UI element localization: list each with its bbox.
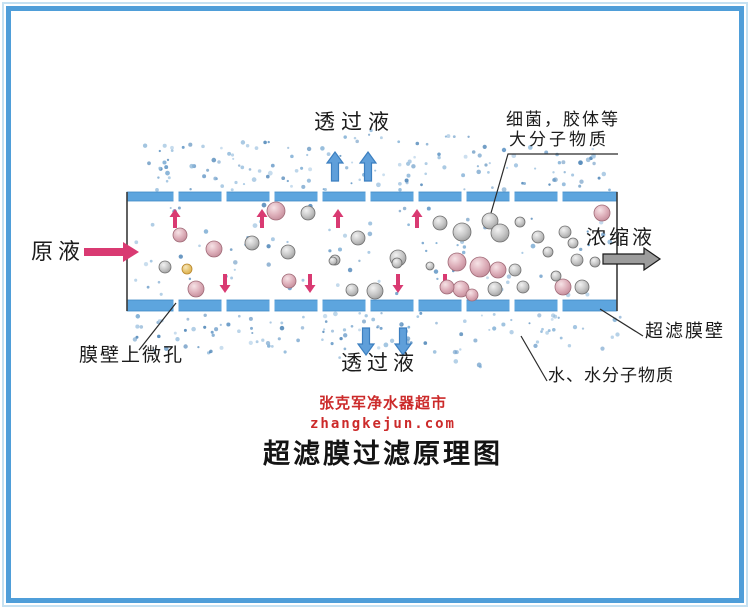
pink-particle xyxy=(281,273,297,289)
gray-particle xyxy=(570,253,584,267)
yellow-particle xyxy=(181,263,193,275)
membrane-pore xyxy=(221,191,227,202)
membrane-pore xyxy=(317,299,323,312)
micropores-leader xyxy=(138,302,177,351)
gray-particle xyxy=(280,244,296,260)
membrane-pore xyxy=(365,191,371,202)
membrane-pore xyxy=(461,299,467,312)
gray-particle xyxy=(514,216,526,228)
permeate-down-arrow xyxy=(393,327,413,357)
membrane-pore xyxy=(461,191,467,202)
permeate-up-arrow xyxy=(325,150,345,182)
gray-particle xyxy=(558,225,572,239)
pink-particle xyxy=(554,278,572,296)
membrane-bottom xyxy=(126,299,618,312)
leader-lines xyxy=(138,153,644,382)
diagram-title: 超滤膜过滤原理图 xyxy=(263,439,503,469)
gray-particle xyxy=(425,261,435,271)
brand-name: 张克军净水器超市 xyxy=(318,395,447,412)
gray-particle xyxy=(542,246,554,258)
pore-up-arrow xyxy=(256,209,268,228)
gray-particle xyxy=(481,212,499,230)
label-bacteria-line2: 大分子物质 xyxy=(509,130,609,149)
pore-flow-arrows xyxy=(169,209,451,293)
pink-particle xyxy=(439,279,455,295)
pink-particle xyxy=(187,280,205,298)
pink-particle xyxy=(266,201,286,221)
gray-particle xyxy=(391,257,403,269)
label-bacteria-line1: 细菌，胶体等 xyxy=(506,110,620,129)
gray-particle xyxy=(244,235,260,251)
label-membrane-wall: 超滤膜壁 xyxy=(645,321,725,341)
membrane-pore xyxy=(413,299,419,312)
pink-particle xyxy=(593,204,611,222)
membrane-pore xyxy=(509,191,515,202)
gray-particle xyxy=(490,223,510,243)
gray-particle xyxy=(516,280,530,294)
concentrate-arrow xyxy=(602,246,662,272)
gray-particle xyxy=(508,263,522,277)
pore-down-arrow xyxy=(392,274,404,293)
permeate-down-arrow xyxy=(356,327,376,357)
flow-arrows xyxy=(84,150,662,357)
membrane-top xyxy=(126,191,618,202)
gray-particle xyxy=(328,256,338,266)
gray-particle xyxy=(487,281,503,297)
membrane-pore xyxy=(173,191,179,202)
membrane-pore xyxy=(173,299,179,312)
pore-up-arrow xyxy=(332,209,344,228)
pink-particle xyxy=(172,227,188,243)
label-permeate-top: 透过液 xyxy=(314,110,395,134)
label-concentrate: 浓缩液 xyxy=(586,227,655,249)
pink-particle xyxy=(447,252,467,272)
membrane-pore xyxy=(269,299,275,312)
pore-up-arrow xyxy=(411,209,423,228)
gray-particle xyxy=(567,237,579,249)
macromolecule-particles xyxy=(158,201,611,302)
membrane-wall-leader xyxy=(599,308,644,337)
pink-particle xyxy=(469,256,491,278)
membrane-pore xyxy=(509,299,515,312)
feed-arrow xyxy=(84,242,139,262)
pore-down-arrow xyxy=(219,274,231,293)
gray-particle xyxy=(158,260,172,274)
gray-particle xyxy=(432,215,448,231)
membrane-pore xyxy=(269,191,275,202)
gray-particle xyxy=(550,270,562,282)
membrane-pore xyxy=(413,191,419,202)
pore-up-arrow xyxy=(169,209,181,228)
label-water-molecules: 水、水分子物质 xyxy=(548,366,674,385)
permeate-up-arrow xyxy=(358,150,378,182)
gray-particle xyxy=(531,230,545,244)
membrane-pore xyxy=(221,299,227,312)
water-leader xyxy=(520,335,548,382)
label-feed: 原液 xyxy=(31,239,86,264)
gray-particle xyxy=(589,256,601,268)
gray-particle xyxy=(452,222,472,242)
membrane-pore xyxy=(365,299,371,312)
gray-particle xyxy=(366,282,384,300)
label-permeate-bottom: 透过液 xyxy=(341,351,419,375)
label-micropores: 膜壁上微孔 xyxy=(79,345,185,366)
membrane-pore xyxy=(317,191,323,202)
brand-url: zhangkejun.com xyxy=(309,416,456,432)
gray-particle xyxy=(574,279,590,295)
gray-particle xyxy=(345,283,359,297)
membrane-pore xyxy=(557,191,563,202)
gray-particle xyxy=(350,230,366,246)
pink-particle xyxy=(465,288,479,302)
membrane-pore xyxy=(557,299,563,312)
pore-down-arrow xyxy=(304,274,316,293)
gray-particle xyxy=(300,205,316,221)
pink-particle xyxy=(205,240,223,258)
bacteria-leader xyxy=(490,153,618,214)
pink-particle xyxy=(489,261,507,279)
membrane-walls xyxy=(126,191,618,312)
